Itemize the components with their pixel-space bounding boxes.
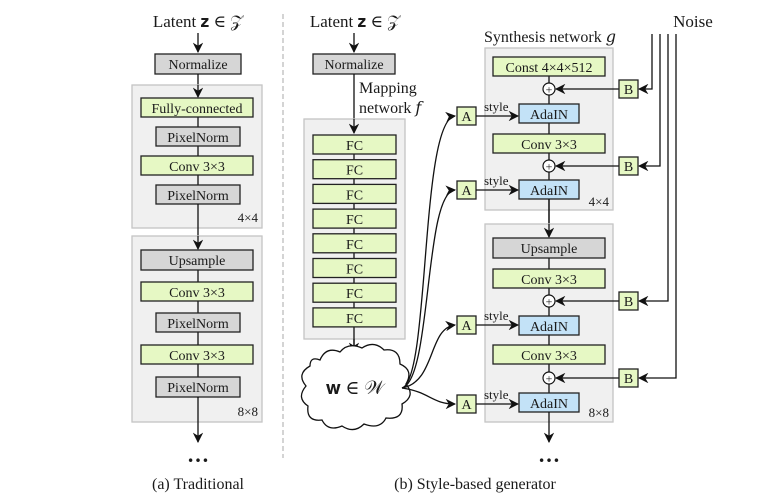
b-label: B [624,295,633,310]
caption-traditional: (a) Traditional [152,476,245,493]
a-label: A [461,110,472,125]
fc-box [312,233,397,254]
w-to-a-arrow [401,320,457,389]
pixelnorm-label: PixelNorm [167,317,229,332]
adain-label: AdaIN [530,320,568,335]
b-label: B [624,160,633,175]
a-label: A [461,398,472,413]
const-box [492,56,606,77]
pixelnorm-label: PixelNorm [167,131,229,146]
fc-box [312,159,397,180]
noise-line [637,34,653,95]
normalize-label: Normalize [168,58,227,73]
normalize-label: Normalize [324,58,383,73]
style-label: style [484,387,509,402]
fc-label: FC [346,263,363,278]
caption-style-based: (b) Style-based generator [394,476,556,493]
fc-box [312,282,397,303]
resolution-label: 8×8 [238,404,258,419]
fc-label: FC [346,213,363,228]
synthesis-label: Synthesis network 𝑔 [484,29,616,46]
b-label: B [624,372,633,387]
style-label: style [484,308,509,323]
ellipsis: … [187,442,209,467]
mapping-label: network 𝑓 [359,100,424,117]
noise-line [637,34,677,384]
conv-box [140,155,254,176]
fc-label: FC [346,164,363,179]
fc-box [312,183,397,205]
fc-box [312,257,397,279]
traditional-network: Latent 𝐳 ∈ 𝒵 Normalize Fully-connected P… [131,12,263,493]
fc-box [312,208,397,229]
adain-label: AdaIN [530,184,568,199]
conv-box [140,281,254,302]
const-label: Const 4×4×512 [506,61,593,76]
conv-box [492,344,606,365]
a-label: A [461,319,472,334]
upsample-box [492,237,606,259]
conv-label: Conv 3×3 [169,160,225,175]
mapping-label: Mapping [359,80,417,97]
fc-label: FC [346,312,363,327]
fully-connected-label: Fully-connected [152,102,243,117]
ellipsis: … [538,442,560,467]
pixelnorm-box [155,312,241,333]
fully-connected-box [140,97,254,118]
conv-label: Conv 3×3 [169,349,225,364]
style-label: style [484,173,509,188]
plus-icon: + [546,83,553,97]
fc-label: FC [346,139,363,154]
conv-label: Conv 3×3 [521,138,577,153]
fc-label: FC [346,287,363,302]
style-based-network: Latent 𝐳 ∈ 𝒵 Normalize Mapping network 𝑓… [300,12,713,493]
noise-label: Noise [673,12,713,31]
a-label: A [461,184,472,199]
adain-label: AdaIN [530,108,568,123]
conv-label: Conv 3×3 [521,273,577,288]
conv-label: Conv 3×3 [169,286,225,301]
plus-icon: + [546,372,553,386]
traditional-input-label: Latent 𝐳 ∈ 𝒵 [153,12,244,31]
upsample-label: Upsample [169,254,226,269]
noise-line [637,34,661,172]
resolution-label: 8×8 [589,405,609,420]
style-label: style [484,99,509,114]
fc-box [312,307,397,328]
pixelnorm-label: PixelNorm [167,189,229,204]
resolution-label: 4×4 [238,210,259,225]
plus-icon: + [546,160,553,174]
upsample-box [140,249,254,271]
conv-label: Conv 3×3 [521,349,577,364]
resolution-label: 4×4 [589,194,610,209]
conv-box [492,268,606,289]
upsample-label: Upsample [521,242,578,257]
fc-label: FC [346,238,363,253]
conv-box [492,133,606,154]
b-label: B [624,83,633,98]
fc-label: FC [346,188,363,203]
w-to-a-arrow [401,111,457,389]
noise-line [637,34,669,307]
plus-icon: + [546,295,553,309]
style-input-label: Latent 𝐳 ∈ 𝒵 [310,12,401,31]
pixelnorm-box [155,126,241,147]
pixelnorm-label: PixelNorm [167,381,229,396]
fc-stack: FC FC FC FC FC FC FC FC [312,134,397,328]
w-to-a-arrow [401,387,457,410]
w-cloud [300,343,411,431]
fc-box [312,134,397,155]
w-label: 𝐰 ∈ 𝒲 [326,378,386,399]
conv-box [140,344,254,365]
w-to-a-arrow [401,185,457,389]
adain-label: AdaIN [530,397,568,412]
